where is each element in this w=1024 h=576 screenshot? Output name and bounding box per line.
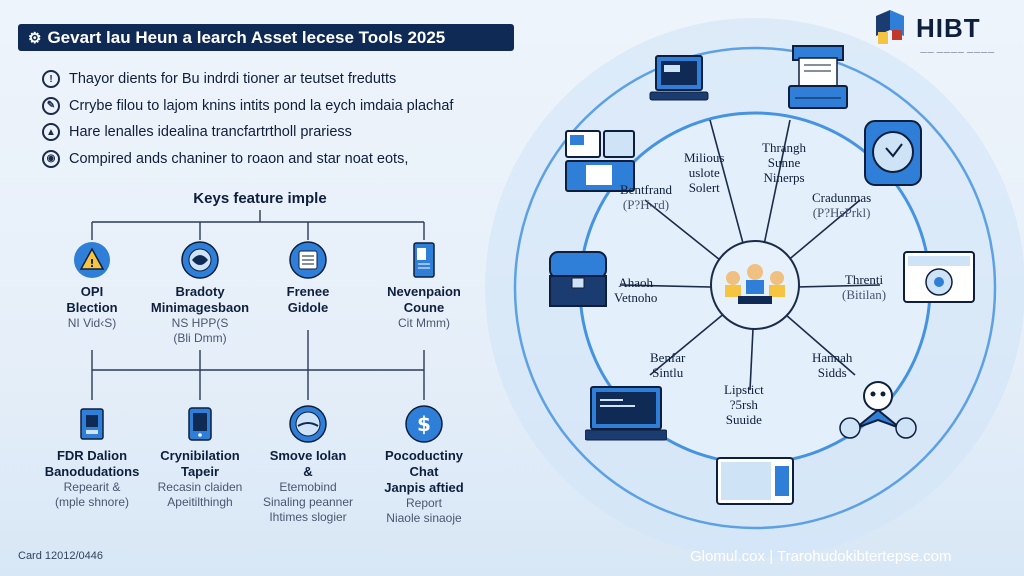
brand-logo: HIBT [872, 8, 981, 48]
bullet-item: ! Thayor dients for Bu indrdi tioner ar … [42, 66, 512, 93]
bullet-text: Crrybe filou to lajom knins intits pond … [69, 97, 454, 114]
server-stack-icon [288, 240, 328, 280]
bullet-item: ✎ Crrybe filou to lajom knins intits pon… [42, 93, 512, 120]
support-screen-icon [862, 118, 924, 192]
hub-label-cradunmas: Cradunmas (P?HsPrkl) [812, 190, 872, 220]
globe-icon [180, 240, 220, 280]
hub-label-benfar: Benfar Sintlu [650, 350, 686, 380]
feature-frenee: Frenee Gidole [238, 240, 378, 316]
target-icon: ◉ [42, 149, 60, 168]
warning-icon: ▲ [42, 123, 60, 142]
laptop-chart-icon [584, 385, 668, 449]
hub-outer-ring [513, 46, 997, 530]
footer-card-id: Card 12012/0446 [18, 550, 104, 562]
feature-fdr-dalion: FDR Dalion Banodudations Repearit & (mpl… [22, 404, 162, 510]
gear-dollar-icon: ⚙ [28, 29, 42, 47]
bullet-list: ! Thayor dients for Bu indrdi tioner ar … [42, 66, 512, 172]
bullet-item: ◉ Compired ands chaniner to roaon and st… [42, 146, 512, 173]
chip-icon [72, 404, 112, 444]
feature-smove-iolan: Smove Iolan & Etemobind Sinaling peanner… [238, 404, 378, 525]
monitor-icon [715, 456, 795, 510]
hub-label-thrangh: Thrangh Sunne Ninerps [762, 140, 807, 185]
feature-pocoductiny: $ Pocoductiny Chat Janpis aftied Report … [354, 404, 494, 526]
dashboard-screens-icon [560, 125, 640, 201]
bullet-item: ▲ Hare lenalles idealina trancfartrtholl… [42, 119, 512, 146]
tree-heading: Keys feature imple [193, 190, 327, 207]
tree-connectors [91, 210, 425, 400]
printer-icon [785, 40, 851, 120]
tablet-icon [180, 404, 220, 444]
bullet-text: Hare lenalles idealina trancfartrtholl p… [69, 124, 352, 141]
treasure-chest-icon [546, 248, 610, 314]
pencil-icon: ✎ [42, 96, 60, 115]
hub-label-hannah: Hannah Sidds [812, 350, 853, 380]
hub-label-lipstict: Lipstict ?5rsh Suuide [724, 382, 764, 427]
disc-icon [288, 404, 328, 444]
team-people-icon [725, 264, 785, 304]
hub-label-ahaoh: Ahaoh Vetnoho [614, 275, 658, 305]
page-title-text: Gevart lau Heun a learch Asset lecese To… [47, 27, 446, 47]
bullet-text: Compired ands chaniner to roaon and star… [69, 150, 409, 167]
hub-label-milious: Milious uslote Solert [684, 150, 725, 195]
monitor-panel-icon [902, 250, 976, 308]
svg-text:$: $ [417, 412, 431, 436]
logo-text: HIBT [916, 12, 981, 43]
page-title: ⚙ Gevart lau Heun a learch Asset lecese … [18, 24, 514, 51]
feature-crynibilation: Crynibilation Tapeir Recasin claiden Ape… [130, 404, 270, 510]
cube-logo-icon [876, 10, 904, 44]
bullet-text: Thayor dients for Bu indrdi tioner ar te… [69, 71, 397, 88]
svg-text:!: ! [89, 257, 94, 270]
info-icon: ! [42, 70, 60, 89]
feature-bradoty: Bradoty Minimagesbaon NS HPP(S (Bli Dmm) [130, 240, 270, 346]
hub-label-threnti: Threnti (Bitilan) [842, 272, 887, 302]
feature-nevenpaion: Nevenpaion Coune Cit Mmm) [354, 240, 494, 331]
logo-tagline: —— ———— ———— [920, 48, 995, 56]
feature-opi-blection: ! OPI Blection NI Vid‹S) [22, 240, 162, 331]
dollar-icon: $ [404, 404, 444, 444]
warning-icon: ! [72, 240, 112, 280]
robot-drone-icon [836, 372, 920, 460]
document-panel-icon [404, 240, 444, 280]
hub-label-bentfrand: Bentfrand (P?H-rd) [620, 182, 672, 212]
laptop-icon [648, 52, 710, 116]
footer-links[interactable]: Glomul.cox | Trarohudokibtertepse.com [690, 548, 952, 565]
